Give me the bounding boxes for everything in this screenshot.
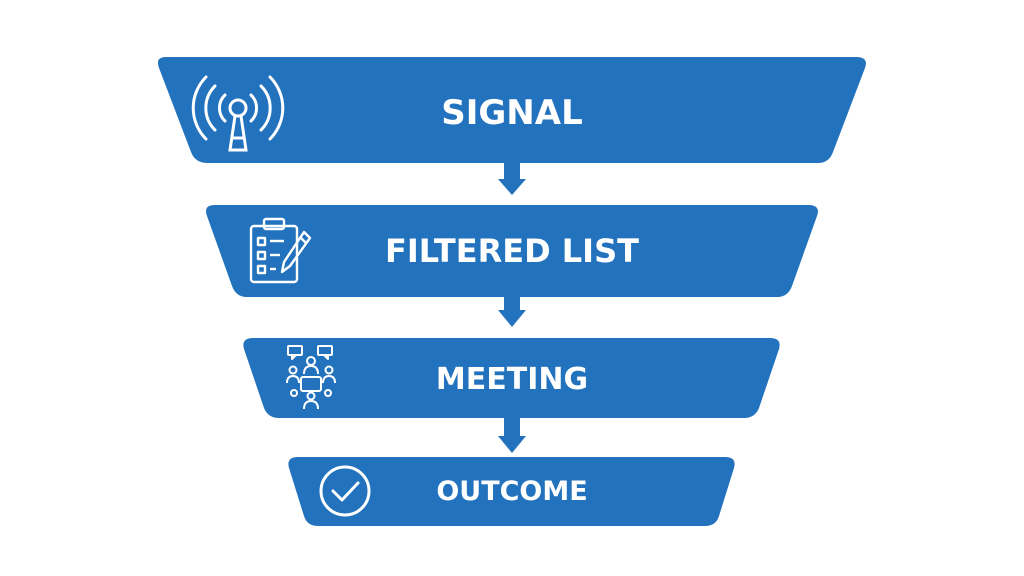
tier-label-meeting: MEETING [436, 362, 588, 397]
tier-label-signal: SIGNAL [441, 93, 582, 133]
tier-shape [288, 457, 735, 526]
team-meeting-icon [286, 345, 336, 410]
connector-arrow-3 [498, 417, 526, 453]
tier-shape [157, 57, 866, 163]
funnel-tier-outcome: OUTCOME [288, 457, 735, 526]
clipboard-checklist-icon [249, 217, 312, 284]
check-circle-icon [319, 465, 371, 517]
tier-label-filtered-list: FILTERED LIST [385, 232, 639, 270]
funnel-tier-signal: SIGNAL [157, 57, 866, 163]
connector-arrow-2 [498, 295, 526, 327]
tier-label-outcome: OUTCOME [436, 476, 587, 507]
tier-shape [243, 338, 780, 418]
signal-tower-icon [191, 75, 285, 152]
funnel-tier-filtered-list: FILTERED LIST [206, 205, 818, 297]
connector-arrow-1 [498, 162, 526, 195]
funnel-tier-meeting: MEETING [243, 338, 780, 418]
tier-shape [206, 205, 818, 297]
